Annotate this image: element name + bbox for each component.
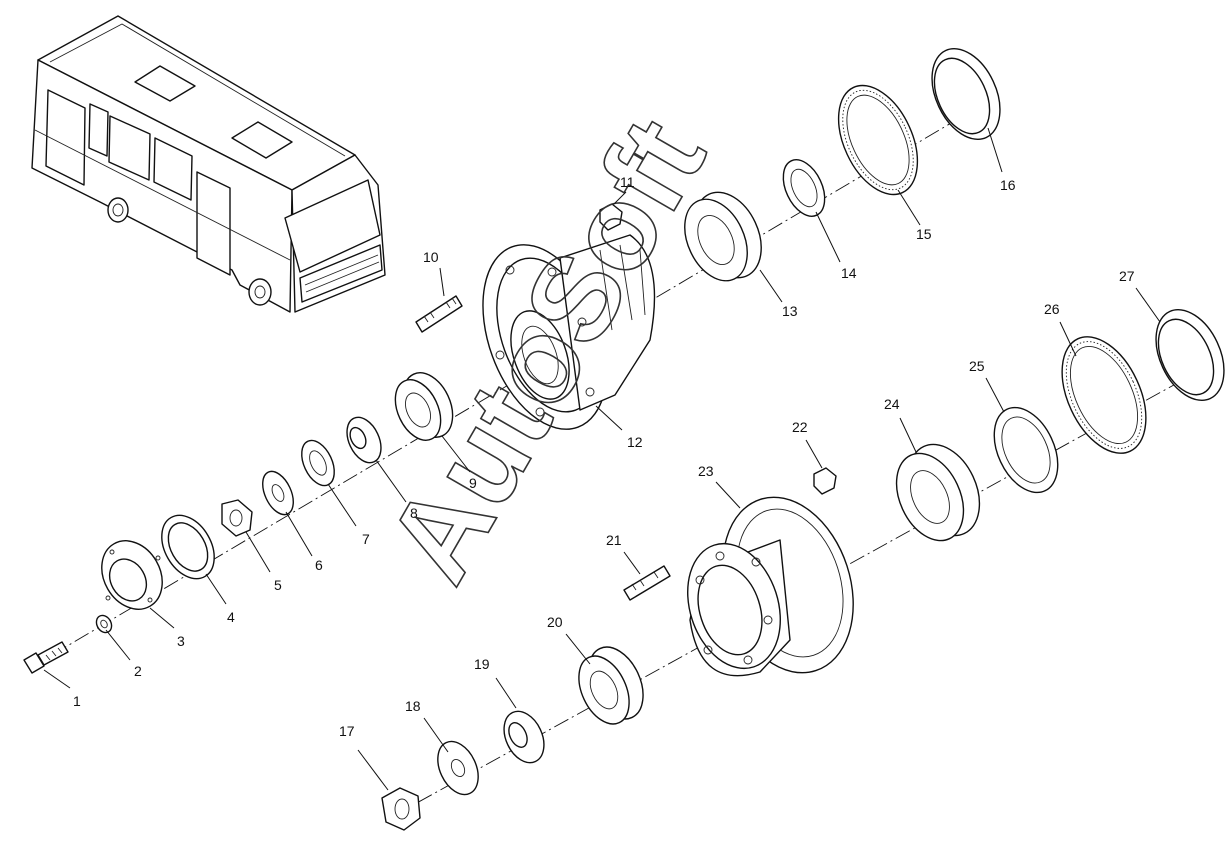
callout-12: 12 (627, 434, 643, 450)
part-18-washer[interactable] (430, 735, 486, 801)
callout-25: 25 (969, 358, 985, 374)
callout-23: 23 (698, 463, 714, 479)
callout-18: 18 (405, 698, 421, 714)
callout-2: 2 (134, 663, 142, 679)
part-17-nut[interactable] (381, 787, 421, 831)
bus-illustration (31, 15, 386, 313)
part-23-hub[interactable] (672, 480, 874, 690)
part-11-nut[interactable] (599, 203, 623, 231)
part-2-washer[interactable] (93, 613, 114, 636)
callout-7: 7 (362, 531, 370, 547)
callout-8: 8 (410, 505, 418, 521)
lower-assembly-axis (394, 364, 1211, 816)
callout-24: 24 (884, 396, 900, 412)
callout-5: 5 (274, 577, 282, 593)
callout-11: 11 (620, 174, 635, 190)
rear-wheel-icon (107, 197, 129, 223)
callout-22: 22 (792, 419, 808, 435)
callout-27: 27 (1119, 268, 1135, 284)
callout-13: 13 (782, 303, 798, 319)
callout-17: 17 (339, 723, 355, 739)
part-3-hub-cap[interactable] (90, 530, 174, 620)
part-27-seal-ring[interactable] (1143, 299, 1230, 411)
part-20-bearing[interactable] (569, 638, 654, 732)
part-5-nut[interactable] (221, 499, 253, 537)
callout-labels: 1 2 3 4 5 6 7 8 9 10 11 12 13 14 15 16 1… (73, 174, 1135, 739)
watermark: AutoSoft (361, 97, 730, 603)
part-8-thrust-ring[interactable] (340, 412, 387, 468)
leader-lines (43, 127, 1161, 791)
callout-26: 26 (1044, 301, 1060, 317)
part-12-hub[interactable] (460, 228, 656, 447)
part-22-nut[interactable] (813, 467, 837, 495)
callout-15: 15 (916, 226, 932, 242)
part-7-lock-washer[interactable] (295, 435, 341, 490)
part-10-stud[interactable] (415, 295, 463, 333)
part-1-bolt[interactable] (23, 641, 69, 674)
part-26-toothed-ring[interactable] (1045, 324, 1163, 467)
callout-4: 4 (227, 609, 235, 625)
part-21-stud[interactable] (623, 565, 671, 601)
part-6-washer[interactable] (256, 467, 299, 520)
callout-9: 9 (469, 475, 477, 491)
part-14-seal[interactable] (775, 153, 833, 223)
callout-3: 3 (177, 633, 185, 649)
part-24-bearing[interactable] (883, 433, 993, 551)
callout-6: 6 (315, 557, 323, 573)
front-wheel-icon (248, 278, 272, 306)
part-13-bearing[interactable] (672, 182, 774, 291)
part-15-toothed-ring[interactable] (823, 73, 934, 207)
part-25-seal[interactable] (982, 397, 1071, 502)
callout-1: 1 (73, 693, 81, 709)
callout-14: 14 (841, 265, 857, 281)
callout-10: 10 (423, 249, 439, 265)
part-9-bearing[interactable] (386, 365, 462, 448)
part-4-gasket[interactable] (151, 506, 225, 588)
part-19-thrust-ring[interactable] (496, 705, 551, 769)
callout-20: 20 (547, 614, 563, 630)
callout-21: 21 (606, 532, 622, 548)
part-16-seal-ring[interactable] (919, 38, 1014, 150)
callout-16: 16 (1000, 177, 1016, 193)
callout-19: 19 (474, 656, 490, 672)
